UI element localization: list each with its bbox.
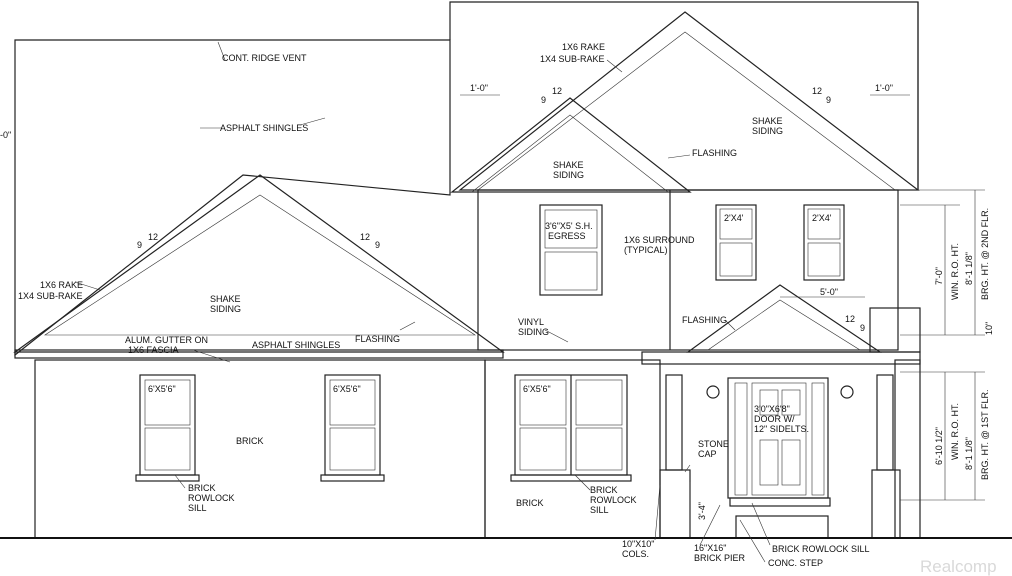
label-sill-right-2: ROWLOCK bbox=[590, 495, 637, 505]
label-sill-left-1: BRICK bbox=[188, 483, 216, 493]
label-dim-2nd-ro: 7'-0" bbox=[934, 267, 944, 285]
window-first-1 bbox=[135, 374, 200, 482]
label-subrake-top: 1X4 SUB-RAKE bbox=[540, 54, 605, 64]
label-window-small-2: 2'X4' bbox=[812, 213, 832, 223]
label-sill-right-3: SILL bbox=[590, 505, 609, 515]
porch-roof bbox=[641, 284, 921, 365]
pitch-12-right: 12 bbox=[360, 232, 370, 242]
pitch-9-left: 9 bbox=[137, 240, 142, 250]
pitch-12-porch: 12 bbox=[845, 314, 855, 324]
label-overhang-edge: -0" bbox=[0, 130, 11, 140]
middle-gable bbox=[450, 97, 692, 193]
label-door-size: 3'0"X6'8" bbox=[754, 404, 790, 414]
label-dim-1st-ro-text: WIN. R.O. HT. bbox=[950, 403, 960, 460]
label-siding-left: SIDING bbox=[210, 304, 241, 314]
left-gable bbox=[13, 174, 505, 359]
label-overhang-left: 1'-0" bbox=[470, 83, 488, 93]
leader-lines bbox=[74, 41, 771, 563]
label-asphalt-lower: ASPHALT SHINGLES bbox=[252, 340, 340, 350]
label-rowlock-sill: BRICK ROWLOCK SILL bbox=[772, 544, 870, 554]
label-stone-cap: CAP bbox=[698, 449, 717, 459]
label-door-with: DOOR W/ bbox=[754, 414, 795, 424]
label-dim-1st-ro: 6'-10 1/2" bbox=[934, 427, 944, 465]
label-surround: 1X6 SURROUND bbox=[624, 235, 695, 245]
label-window-2: 6'X5'6" bbox=[333, 384, 361, 394]
dimension-lines bbox=[460, 94, 985, 535]
label-subrake-left: 1X4 SUB-RAKE bbox=[18, 291, 83, 301]
front-door bbox=[706, 377, 854, 539]
window-first-2 bbox=[320, 374, 385, 482]
pitch-9-mid: 9 bbox=[541, 95, 546, 105]
label-brick-1: BRICK bbox=[236, 436, 264, 446]
label-conc-step: CONC. STEP bbox=[768, 558, 823, 568]
label-fascia: 1X6 FASCIA bbox=[128, 345, 179, 355]
label-window-1: 6'X5'6" bbox=[148, 384, 176, 394]
label-window-small-1: 2'X4' bbox=[724, 213, 744, 223]
label-rake-left: 1X6 RAKE bbox=[40, 280, 83, 290]
label-dim-1st-brg: 8'-1 1/8" bbox=[964, 437, 974, 470]
watermark: Realcomp bbox=[920, 557, 997, 576]
label-window-egress-size: 3'6"X5' S.H. bbox=[545, 221, 593, 231]
label-siding-top: SIDING bbox=[752, 126, 783, 136]
window-small-right bbox=[803, 204, 845, 281]
window-first-3 bbox=[510, 374, 632, 482]
label-flashing-upper: FLASHING bbox=[692, 148, 737, 158]
pitch-9-right: 9 bbox=[375, 240, 380, 250]
label-dim-1st-brg-text: BRG. HT. @ 1ST FLR. bbox=[980, 390, 990, 481]
label-shake-mid: SHAKE bbox=[553, 160, 584, 170]
pitch-12-top: 12 bbox=[812, 86, 822, 96]
porch-columns bbox=[659, 374, 901, 539]
label-brick-pier: BRICK PIER bbox=[694, 553, 746, 563]
main-roof bbox=[14, 1, 919, 357]
label-dim-2nd-brg: 8'-1 1/8" bbox=[964, 252, 974, 285]
pitch-9-top: 9 bbox=[826, 95, 831, 105]
label-sill-left-2: ROWLOCK bbox=[188, 493, 235, 503]
label-dim-2nd-ro-text: WIN. R.O. HT. bbox=[950, 243, 960, 300]
window-egress bbox=[539, 204, 603, 296]
label-overhang-right: 1'-0" bbox=[875, 83, 893, 93]
label-sill-right-1: BRICK bbox=[590, 485, 618, 495]
pitch-12-mid: 12 bbox=[552, 86, 562, 96]
label-window-egress: EGRESS bbox=[548, 231, 586, 241]
label-ten-inch: 10" bbox=[984, 322, 994, 335]
label-pier: 16"X16" bbox=[694, 543, 726, 553]
label-rake-top: 1X6 RAKE bbox=[562, 42, 605, 52]
pitch-12-left: 12 bbox=[148, 232, 158, 242]
label-sill-left-3: SILL bbox=[188, 503, 207, 513]
label-gutter: ALUM. GUTTER ON bbox=[125, 335, 208, 345]
window-small-left bbox=[715, 204, 757, 281]
annotation-labels: CONT. RIDGE VENT ASPHALT SHINGLES 1X6 RA… bbox=[0, 42, 997, 576]
upper-gable bbox=[458, 11, 920, 191]
label-brick-2: BRICK bbox=[516, 498, 544, 508]
label-vinyl: VINYL bbox=[518, 317, 544, 327]
label-flashing-porch: FLASHING bbox=[682, 315, 727, 325]
label-siding-mid: SIDING bbox=[553, 170, 584, 180]
label-pier-height: 3'-4" bbox=[697, 502, 707, 520]
label-stone: STONE bbox=[698, 439, 729, 449]
label-flashing-left: FLASHING bbox=[355, 334, 400, 344]
label-shake-left: SHAKE bbox=[210, 294, 241, 304]
label-window-3: 6'X5'6" bbox=[523, 384, 551, 394]
label-surround-typical: (TYPICAL) bbox=[624, 245, 668, 255]
label-cols-2: COLS. bbox=[622, 549, 649, 559]
label-porch-width: 5'-0" bbox=[820, 287, 838, 297]
label-door-sidelights: 12" SIDELTS. bbox=[754, 424, 809, 434]
label-shake-top: SHAKE bbox=[752, 116, 783, 126]
label-cols: 10"X10" bbox=[622, 539, 654, 549]
pitch-9-porch: 9 bbox=[860, 323, 865, 333]
label-vinyl-siding: SIDING bbox=[518, 327, 549, 337]
label-ridge-vent: CONT. RIDGE VENT bbox=[222, 53, 307, 63]
label-dim-2nd-brg-text: BRG. HT. @ 2ND FLR. bbox=[980, 208, 990, 300]
label-asphalt-main: ASPHALT SHINGLES bbox=[220, 123, 308, 133]
